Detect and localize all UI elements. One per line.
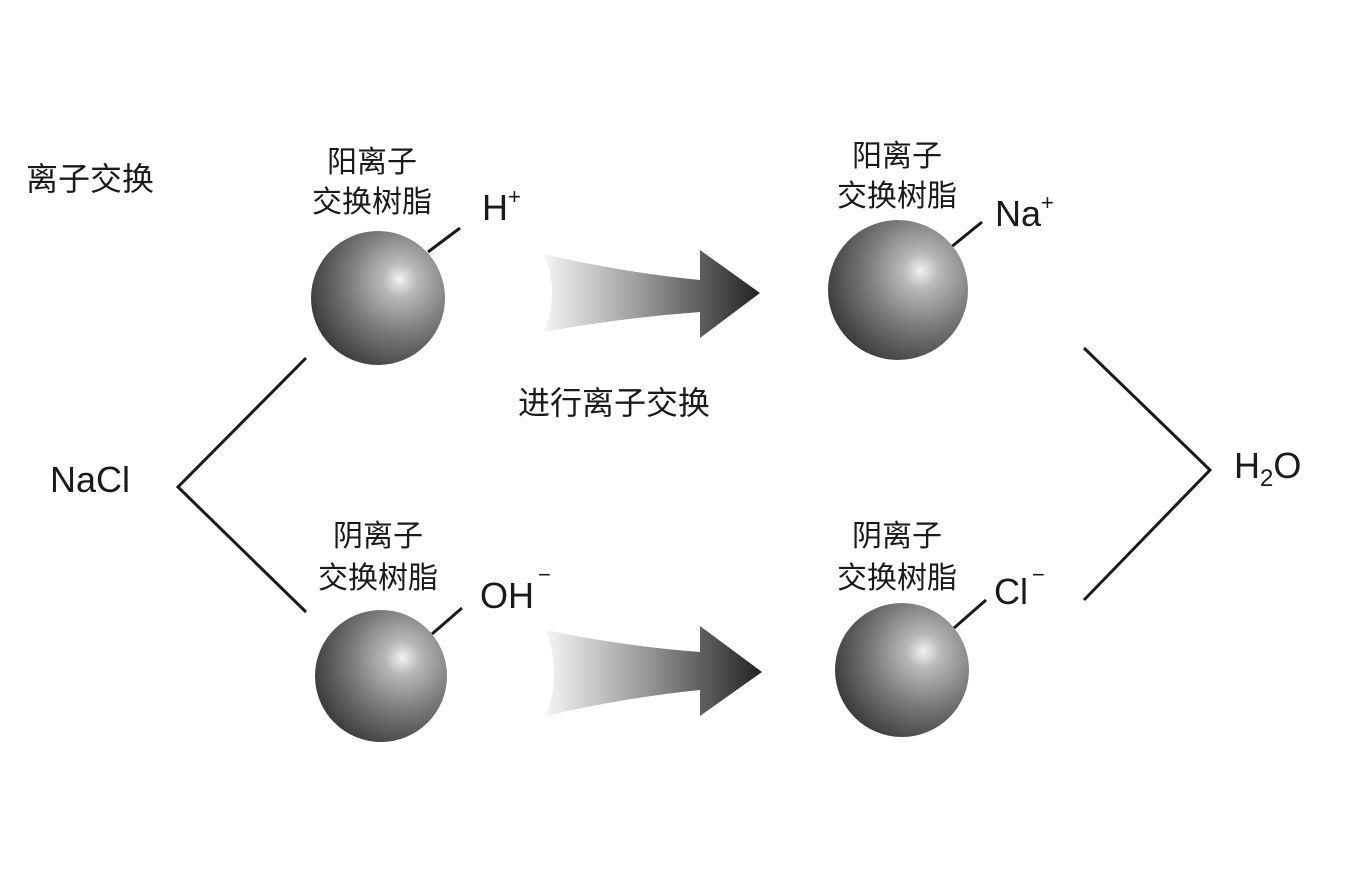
output-water-label: H2O	[1234, 445, 1301, 492]
ion-bond-line	[949, 220, 983, 250]
ion-bond-line	[953, 598, 987, 630]
resin-name-line1: 阳离子	[852, 139, 942, 174]
resin-cation-after: 阳离子 交换树脂 Na+	[828, 139, 1054, 360]
resin-sphere	[311, 231, 445, 365]
ion-label: OH−	[480, 562, 551, 616]
ion-label: H+	[482, 184, 521, 228]
exchange-arrow-lower	[546, 626, 762, 716]
ion-bond-line	[431, 606, 463, 636]
resin-sphere	[315, 610, 447, 742]
resin-anion-after: 阴离子 交换树脂 Cl−	[835, 519, 1045, 737]
resin-name-line1: 阴离子	[852, 519, 942, 554]
resin-name-line2: 交换树脂	[312, 185, 432, 220]
input-connector	[175, 356, 308, 614]
ion-bond-line	[427, 226, 461, 254]
resin-name-line1: 阳离子	[327, 145, 417, 180]
ion-label: Cl−	[994, 562, 1045, 612]
resin-anion-before: 阴离子 交换树脂 OH−	[315, 519, 551, 742]
ion-label: Na+	[995, 190, 1054, 234]
resin-cation-before: 阳离子 交换树脂 H+	[311, 145, 521, 365]
resin-sphere	[835, 603, 969, 737]
exchange-arrow-upper	[544, 250, 760, 338]
resin-name-line2: 交换树脂	[837, 179, 957, 214]
output-connector	[1082, 346, 1213, 602]
input-nacl-label: NaCl	[50, 459, 130, 500]
diagram-title: 离子交换	[26, 160, 154, 198]
resin-name-line2: 交换树脂	[318, 561, 438, 596]
process-label: 进行离子交换	[518, 384, 710, 422]
resin-name-line1: 阴离子	[333, 519, 423, 554]
resin-name-line2: 交换树脂	[837, 561, 957, 596]
resin-sphere	[828, 220, 968, 360]
